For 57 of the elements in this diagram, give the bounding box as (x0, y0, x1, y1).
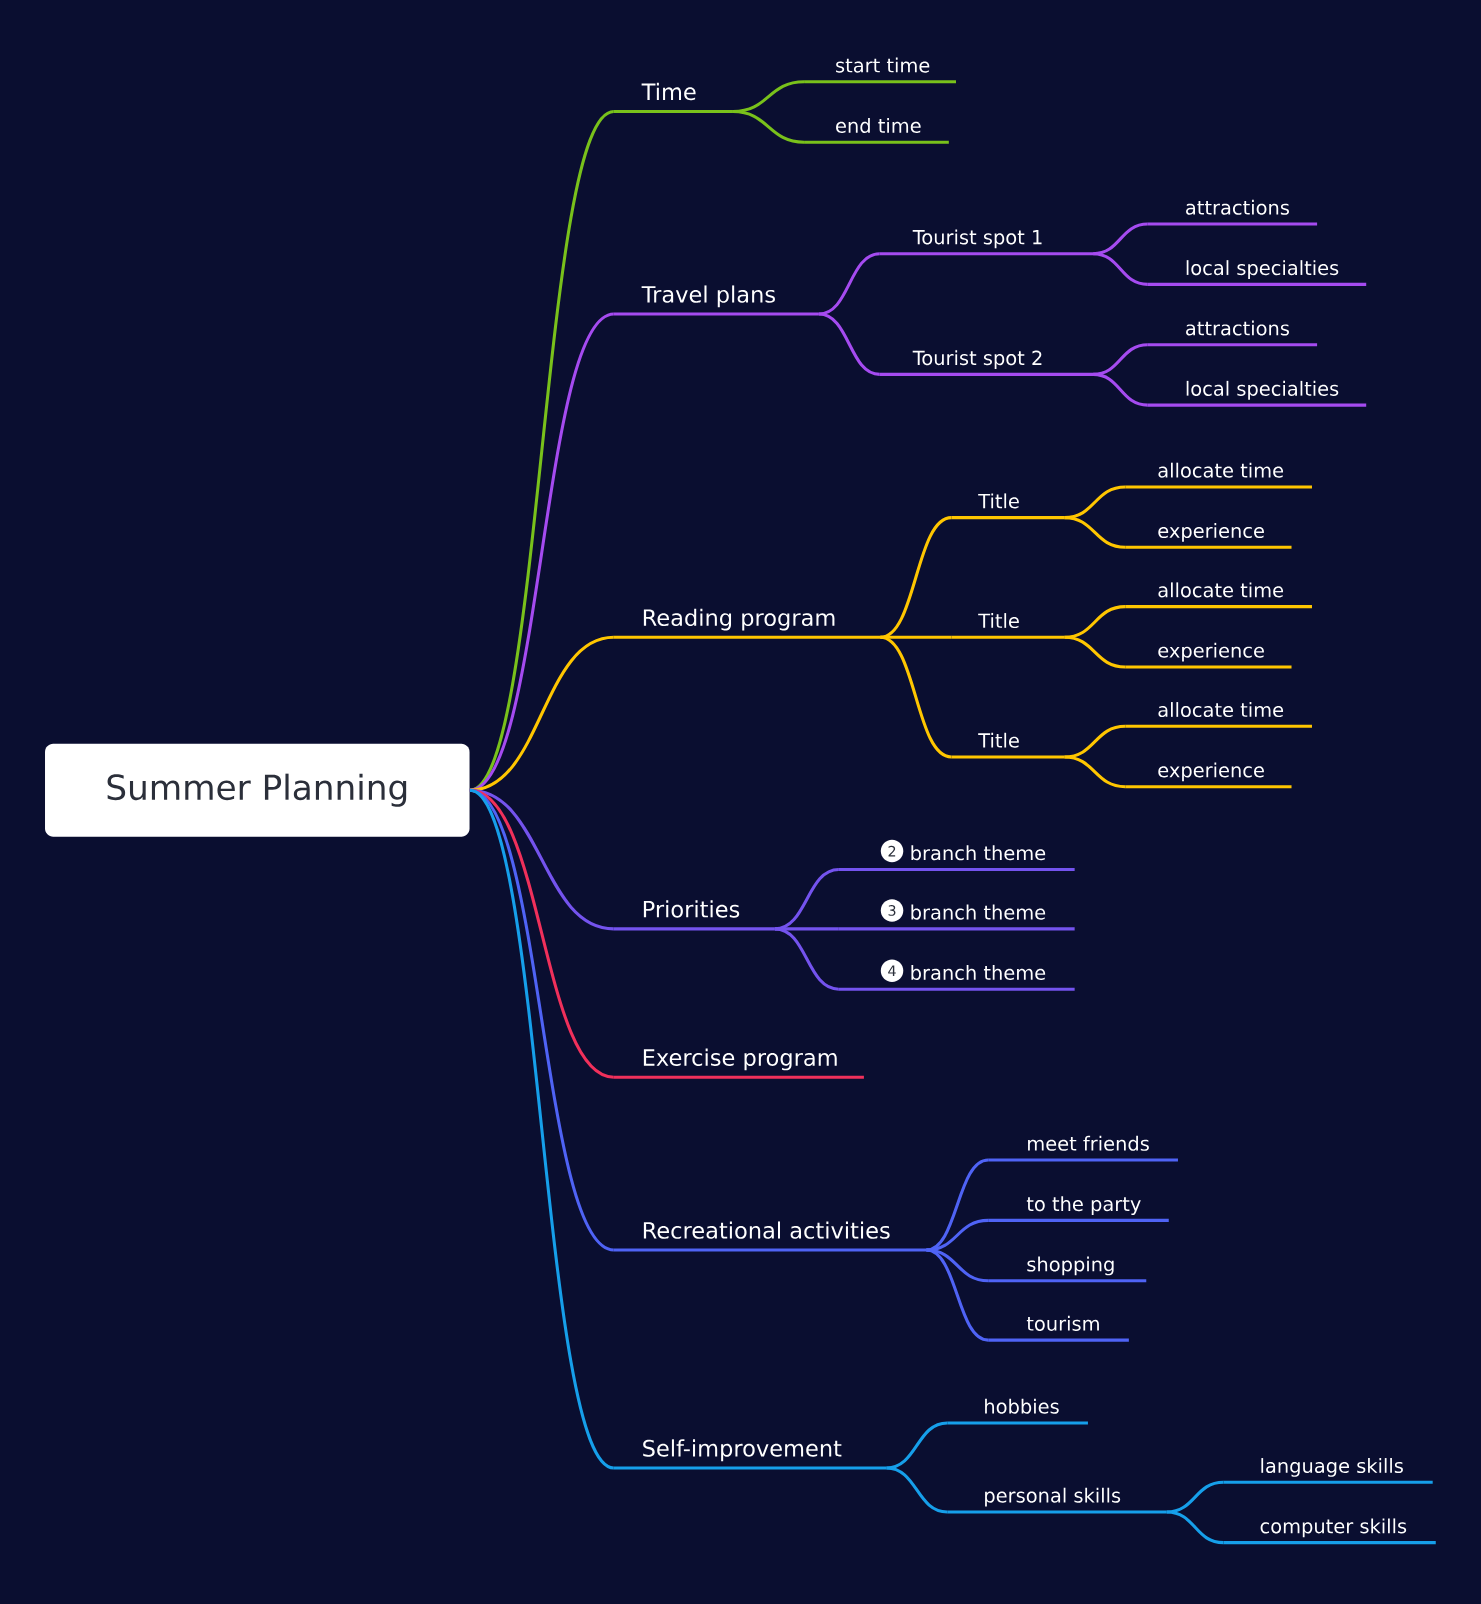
number-badge: 2 (880, 839, 904, 863)
main-topic: Recreational activities (613, 1221, 927, 1252)
subtopic: experience (1125, 642, 1292, 669)
subtopic: experience (1125, 762, 1292, 789)
main-topic: Reading program (613, 608, 881, 639)
connector-line (886, 1466, 948, 1514)
connector-line (774, 927, 839, 931)
connector-line (879, 635, 952, 759)
subtopic: local specialties (1147, 260, 1367, 286)
main-topic: Travel plans (613, 285, 819, 316)
subtopic: Title (951, 613, 1065, 639)
connector-line (1064, 724, 1126, 759)
subtopic: allocate time (1125, 582, 1312, 609)
number-badge: 3 (880, 899, 904, 922)
central-topic-box: Summer Planning (44, 743, 470, 837)
subtopic: shopping (988, 1256, 1147, 1283)
main-topic: Self-improvement (613, 1439, 887, 1470)
subtopic: meet friends (988, 1135, 1178, 1162)
subtopic: start time (803, 57, 956, 84)
subtopic: to the party (988, 1196, 1169, 1222)
subtopic: language skills (1223, 1458, 1433, 1484)
connector-line (1092, 372, 1148, 407)
subtopic: hobbies (947, 1398, 1088, 1425)
connector-line (1166, 1510, 1224, 1545)
subtopic: attractions (1147, 320, 1317, 347)
connector-line (818, 252, 880, 316)
connector-line (1064, 635, 1126, 669)
main-topic: Time (613, 82, 733, 114)
subtopic: experience (1125, 523, 1292, 549)
subtopic: Tourist spot 2 (879, 350, 1093, 376)
subtopic: Title (951, 493, 1065, 520)
main-topic: Priorities (613, 900, 775, 931)
subtopic: attractions (1147, 199, 1317, 226)
subtopic: local specialties (1147, 380, 1367, 407)
connector-line (468, 789, 615, 1470)
connector-line (1092, 252, 1148, 286)
subtopic: computer skills (1223, 1518, 1436, 1545)
connector-line (1064, 516, 1126, 549)
subtopic: Tourist spot 1 (879, 229, 1093, 256)
connector-line (1064, 755, 1126, 789)
subtopic: allocate time (1125, 462, 1312, 489)
connector-line (468, 312, 615, 792)
subtopic: tourism (988, 1315, 1129, 1342)
connector-line (732, 109, 805, 144)
main-topic: Exercise program (613, 1048, 864, 1079)
connector-line (925, 1248, 989, 1342)
number-badge: 4 (880, 959, 904, 983)
connector-line (818, 312, 880, 376)
subtopic: allocate time (1125, 702, 1312, 728)
subtopic: personal skills (947, 1487, 1167, 1514)
connector-line (774, 927, 839, 991)
subtopic: end time (803, 117, 949, 144)
connector-line (926, 1218, 989, 1252)
connector-line (925, 1158, 989, 1252)
connector-line (1166, 1480, 1224, 1514)
subtopic: Title (951, 732, 1065, 759)
connector-line (886, 1421, 948, 1470)
